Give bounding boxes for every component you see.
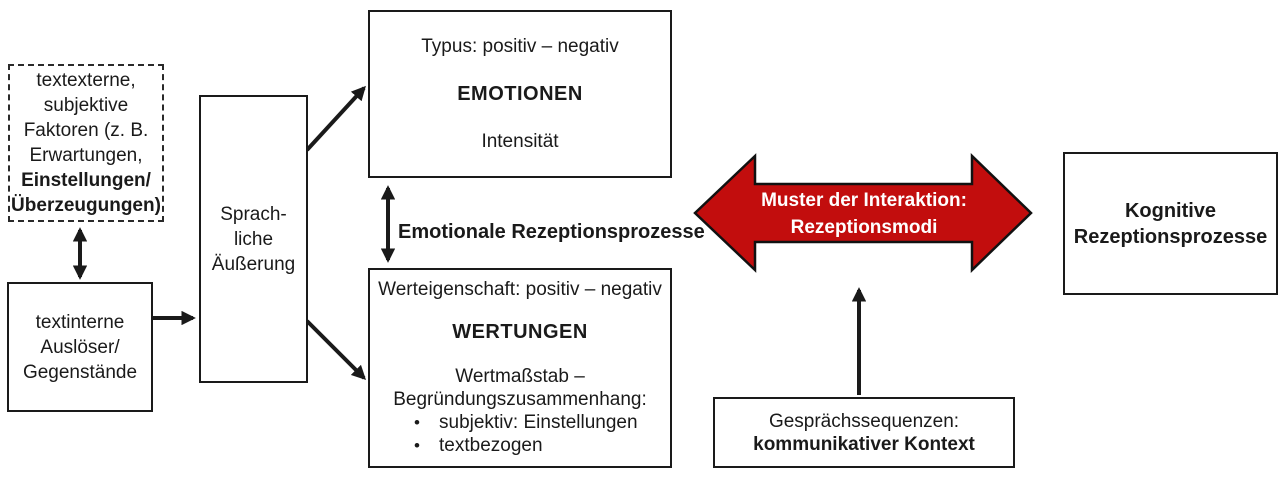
bullet-text: subjektiv: Einstellungen [439,412,638,433]
arrow-sprachliche-to-emotionen [305,85,366,152]
box-text-line: Erwartungen, [29,145,143,166]
wertungen-box: Werteigenschaft: positiv – negativ WERTU… [368,268,672,468]
wertungen-bullet-item: • subjektiv: Einstellungen [370,411,670,434]
emotionen-intensitaet: Intensität [481,130,559,152]
rezeptionsmodi-label: Muster der Interaktion: Rezeptionsmodi [730,187,998,241]
bullet-icon: • [414,413,420,432]
box-text-line: Rezeptionsprozesse [1073,225,1268,248]
wertungen-justification: Begründungszusammenhang: [393,389,647,410]
emotionale-rezeptionsprozesse-label: Emotionale Rezeptionsprozesse [398,221,705,243]
box-text-line: Gegenstände [22,361,138,383]
box-text-line: subjektive [43,95,129,116]
emotionen-box: Typus: positiv – negativ EMOTIONEN Inten… [368,10,672,178]
sprachliche-aeusserung-box: Sprach- liche Äußerung [199,95,308,383]
rezeptionsmodi-label-line1: Muster der Interaktion: [761,190,967,211]
box-text-line: Äußerung [211,253,296,275]
box-text-line: Faktoren (z. B. [23,120,149,141]
box-text-line: Einstellungen/ [21,170,151,191]
box-text-line: textexterne, [36,70,136,91]
box-text-line: textinterne [35,311,125,333]
textexterne-faktoren-box: textexterne, subjektive Faktoren (z. B. … [8,64,164,222]
bullet-text: textbezogen [439,435,543,456]
gespraech-line1: Gesprächssequenzen: [768,410,960,432]
emotionen-title: EMOTIONEN [457,82,583,105]
bullet-icon: • [414,436,420,455]
box-text-line: Auslöser/ [40,336,120,358]
gespraechssequenzen-box: Gesprächssequenzen: kommunikativer Konte… [713,397,1015,468]
wertungen-scale: Wertmaßstab – [455,366,585,387]
wertungen-property: Werteigenschaft: positiv – negativ [378,279,662,300]
textinterne-ausloeser-box: textinterne Auslöser/ Gegenstände [7,282,153,412]
box-text-line: liche [233,228,274,250]
red-double-arrow-rezeptionsmodi [693,153,1033,273]
kognitive-rezeptionsprozesse-box: Kognitive Rezeptionsprozesse [1063,152,1278,295]
wertungen-title: WERTUNGEN [452,321,588,343]
box-text-line: Kognitive [1124,199,1217,222]
wertungen-bullet-item: • textbezogen [370,434,670,457]
rezeptionsmodi-label-line2: Rezeptionsmodi [790,217,938,238]
emotionen-typus: Typus: positiv – negativ [421,36,619,58]
gespraech-line2: kommunikativer Kontext [753,433,975,455]
arrow-sprachliche-to-wertungen [305,319,367,381]
box-text-line: Überzeugungen) [11,195,161,216]
box-text-line: Sprach- [220,203,287,225]
